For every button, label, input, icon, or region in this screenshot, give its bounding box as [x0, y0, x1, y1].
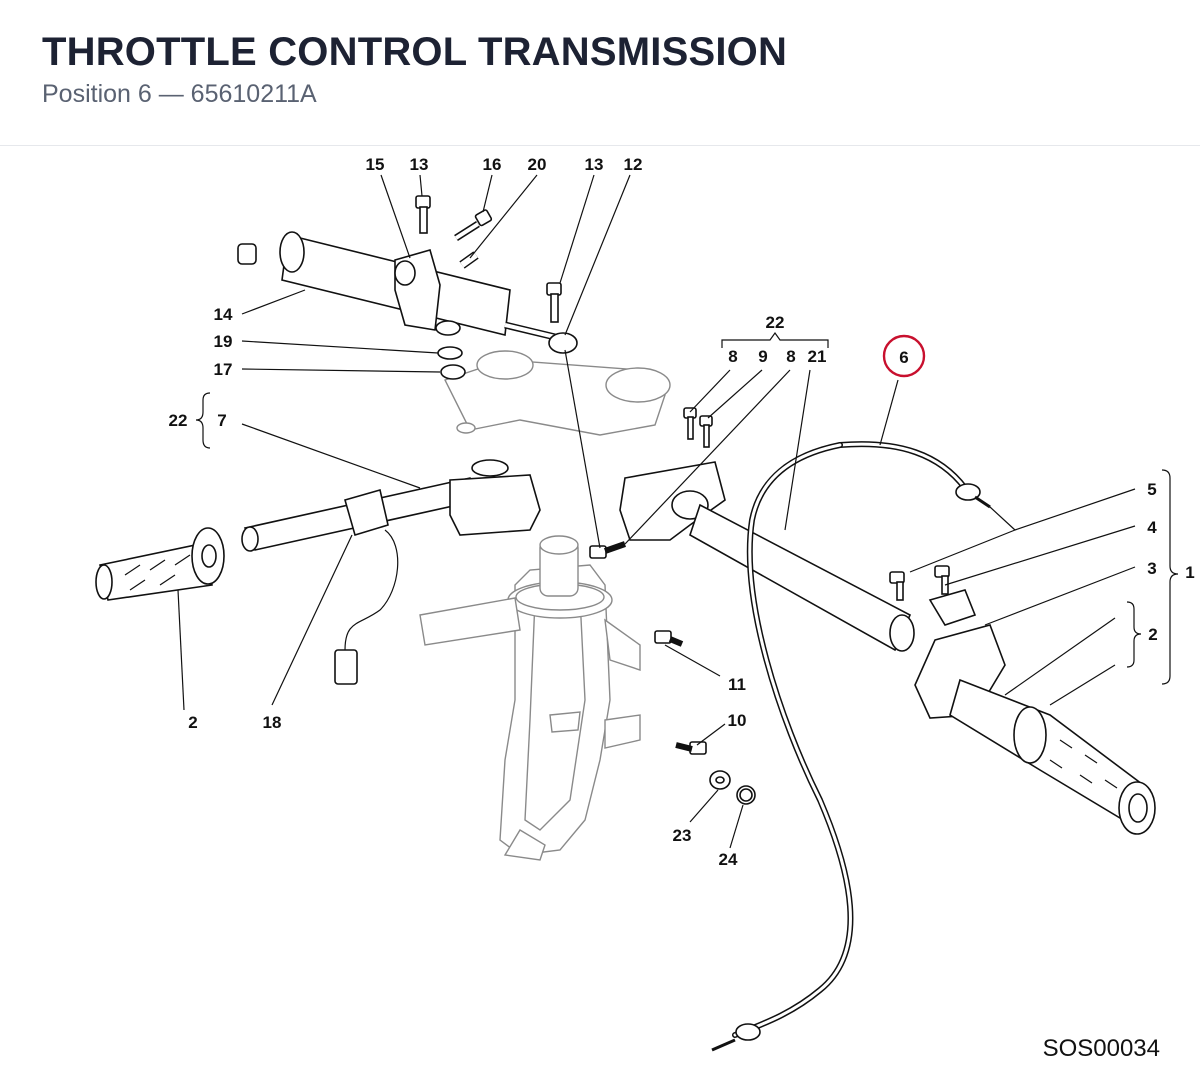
- callout-13: 13: [410, 155, 429, 174]
- brace-group-22-left: [195, 392, 211, 449]
- callout-8: 8: [728, 347, 737, 366]
- drawing-code: SOS00034: [1042, 1035, 1160, 1062]
- left-handlebar: [241, 459, 541, 685]
- callout-17: 17: [214, 360, 233, 379]
- callout-1: 1: [1185, 563, 1194, 582]
- callout-3: 3: [1147, 559, 1156, 578]
- brace-group-22-right: [721, 331, 829, 348]
- callout-6: 6: [899, 348, 908, 367]
- callout-4: 4: [1147, 518, 1157, 537]
- right-handlebar: [589, 407, 915, 652]
- exploded-parts-diagram: 15 13 16 20 13 12 14 19 17 22 7 22 8 9 8…: [95, 155, 1195, 1052]
- callout-15: 15: [366, 155, 385, 174]
- callout-22: 22: [169, 411, 188, 430]
- small-fasteners: [654, 630, 756, 805]
- callout-5: 5: [1147, 480, 1156, 499]
- callout-9: 9: [758, 347, 767, 366]
- callout-2: 2: [188, 713, 197, 732]
- callout-24: 24: [719, 850, 738, 869]
- callout-2: 2: [1148, 625, 1157, 644]
- callout-8: 8: [786, 347, 795, 366]
- page-title: THROTTLE CONTROL TRANSMISSION: [42, 30, 788, 74]
- highlight-circle-6: [882, 334, 926, 378]
- throttle-twistgrip-assembly: [889, 565, 1156, 835]
- callout-19: 19: [214, 332, 233, 351]
- steering-head-frame: [419, 350, 671, 861]
- callout-16: 16: [483, 155, 502, 174]
- left-grip: [95, 527, 225, 601]
- page-header: THROTTLE CONTROL TRANSMISSION Position 6…: [0, 0, 1200, 146]
- callout-22: 22: [766, 313, 785, 332]
- brace-group-1: [1161, 469, 1179, 685]
- top-screws: [415, 195, 562, 380]
- brace-group-2: [1126, 601, 1142, 668]
- callout-18: 18: [263, 713, 282, 732]
- callout-7: 7: [217, 411, 226, 430]
- callout-14: 14: [214, 305, 233, 324]
- callout-13: 13: [585, 155, 604, 174]
- callout-11: 11: [728, 675, 746, 694]
- callout-10: 10: [728, 711, 747, 730]
- leader-lines: [177, 174, 1136, 849]
- throttle-cables: [711, 441, 991, 1052]
- callout-20: 20: [528, 155, 547, 174]
- callout-21: 21: [808, 347, 827, 366]
- callout-labels: 15 13 16 20 13 12 14 19 17 22 7 22 8 9 8…: [169, 155, 1195, 869]
- callout-12: 12: [624, 155, 643, 174]
- steering-damper: [237, 231, 578, 354]
- page-subtitle: Position 6 — 65610211A: [42, 80, 317, 108]
- callout-23: 23: [673, 826, 692, 845]
